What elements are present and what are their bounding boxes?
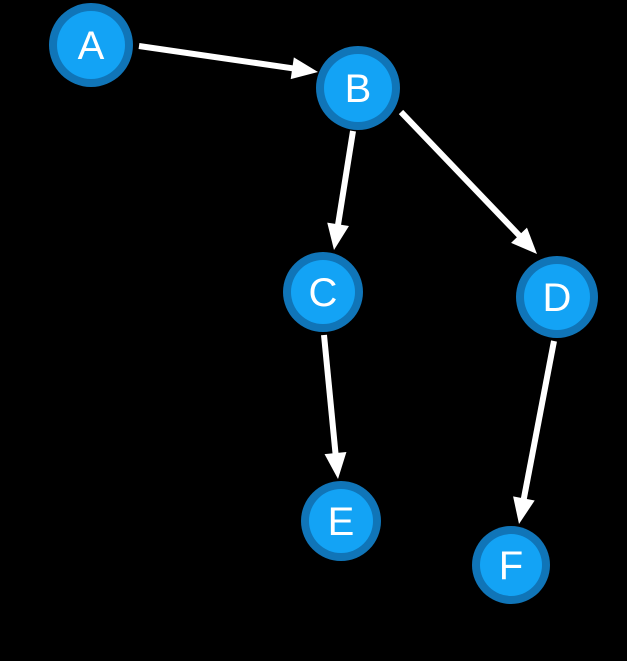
edge-b-c[interactable]	[327, 130, 356, 250]
edge-arrowhead-icon	[511, 227, 537, 254]
edge-arrowhead-icon	[290, 57, 318, 80]
edge-a-b[interactable]	[138, 43, 318, 80]
node-label: E	[328, 500, 355, 544]
edge-arrowhead-icon	[513, 496, 535, 524]
graph-node-d[interactable]: D	[516, 256, 598, 338]
edge-line	[138, 43, 295, 72]
edge-b-d[interactable]	[398, 109, 537, 254]
edge-arrowhead-icon	[327, 222, 349, 250]
node-fill	[480, 534, 542, 596]
node-label: D	[543, 276, 572, 320]
node-fill	[57, 11, 125, 79]
nodes-layer: A B C D E F	[49, 3, 598, 604]
graph-node-b[interactable]: B	[316, 46, 400, 130]
node-label: C	[309, 271, 338, 315]
edge-line	[398, 109, 523, 239]
node-fill	[324, 54, 392, 122]
node-label: A	[78, 24, 105, 68]
graph-node-a[interactable]: A	[49, 3, 133, 87]
graph-node-f[interactable]: F	[472, 526, 550, 604]
edge-line	[321, 334, 339, 456]
node-label: B	[345, 67, 372, 111]
edge-line	[334, 130, 356, 227]
node-fill	[524, 264, 590, 330]
node-fill	[309, 489, 373, 553]
node-fill	[291, 260, 355, 324]
edges-layer	[138, 43, 557, 524]
node-label: F	[499, 544, 523, 588]
edge-d-f[interactable]	[513, 340, 557, 524]
edge-arrowhead-icon	[324, 452, 347, 479]
edge-c-e[interactable]	[321, 334, 347, 479]
edge-line	[520, 340, 557, 501]
graph-node-e[interactable]: E	[301, 481, 381, 561]
graph-node-c[interactable]: C	[283, 252, 363, 332]
